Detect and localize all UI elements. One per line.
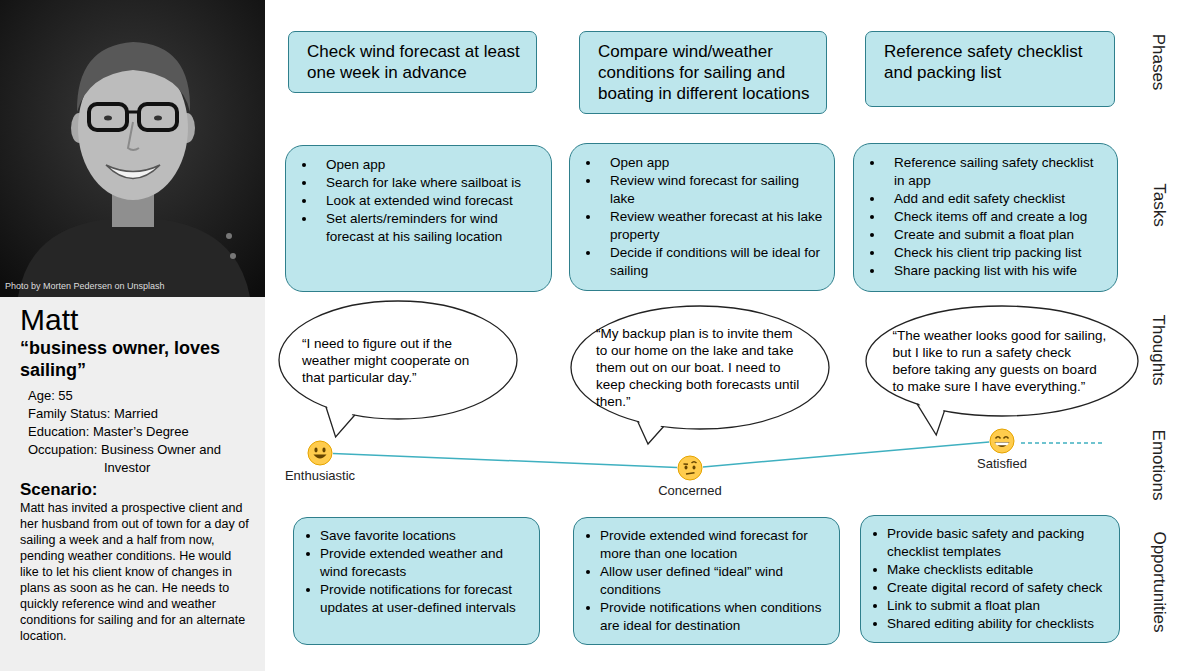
emoji-face [307, 440, 333, 466]
task-item: Create and submit a float plan [894, 226, 1107, 244]
row-label: Opportunities [1148, 531, 1168, 632]
row-label: Emotions [1148, 430, 1168, 501]
opportunity-item: Make checklists editable [887, 561, 1109, 579]
opportunity-item: Provide notifications for forecast updat… [320, 581, 529, 617]
smile [106, 165, 160, 179]
emotion-label: Enthusiastic [285, 468, 355, 483]
bubble-ellipse [866, 306, 1138, 416]
row-label: Thoughts [1148, 315, 1168, 386]
task-item: Review wind forecast for sailing lake [610, 172, 824, 208]
task-item: Set alerts/reminders for wind forecast a… [326, 210, 541, 246]
opportunity-item: Provide extended wind forecast for more … [600, 527, 829, 563]
phase-text: Reference safety checklist and packing l… [884, 41, 1102, 83]
shirt-button [230, 253, 236, 259]
emotion-trend-dashed [1021, 442, 1105, 444]
thought-text: “The weather looks good for sailing, but… [893, 327, 1112, 395]
opportunity-box: Provide extended wind forecast for more … [573, 517, 840, 645]
emoji-face [989, 428, 1015, 454]
opportunity-box: Provide basic safety and packing checkli… [860, 515, 1120, 643]
task-item: Add and edit safety checklist [894, 190, 1107, 208]
emotion-marker: Concerned [658, 455, 722, 498]
task-box: Reference sailing safety checklist in ap… [853, 143, 1118, 292]
photo-ground [0, 0, 265, 297]
phase-text: Check wind forecast at least one week in… [307, 41, 524, 83]
emotion-trend-line [333, 454, 677, 468]
row-label: Phases [1148, 34, 1168, 91]
photo-credit: Photo by Morten Pedersen on Unsplash [5, 281, 165, 292]
thought-text-block: “My backup plan is to invite them to our… [596, 325, 804, 410]
thought-text: “My backup plan is to invite them to our… [596, 325, 804, 410]
glasses-bridge [127, 111, 139, 114]
bubble-tail [326, 407, 355, 437]
opportunity-item: Provide basic safety and packing checkli… [887, 525, 1109, 561]
thought-bubble: “The weather looks good for sailing, but… [865, 305, 1139, 417]
eye [104, 116, 112, 121]
thought-text-block: “The weather looks good for sailing, but… [893, 327, 1112, 395]
emotion-trend-line [703, 442, 989, 467]
opportunity-item: Link to submit a float plan [887, 597, 1109, 615]
opportunity-item: Save favorite locations [320, 527, 529, 545]
bubble-tail-fill [326, 403, 355, 437]
thought-bubble: “I need to figure out if the weather mig… [278, 300, 518, 420]
persona-panel: Matt“business owner, loves sailing” Age: … [0, 297, 265, 671]
thought-text-block: “I need to figure out if the weather mig… [302, 335, 494, 386]
task-item: Open app [326, 156, 541, 174]
persona-detail: Age: 55 [20, 387, 257, 405]
scenario-heading: Scenario: [20, 480, 257, 500]
shirt-button [226, 233, 232, 239]
opportunity-item: Create digital record of safety check [887, 579, 1109, 597]
bubble-outline [865, 305, 1139, 417]
task-item: Search for lake where sailboat is [326, 174, 541, 192]
bubble-tail-fill [638, 417, 664, 444]
bubble-ellipse [571, 306, 829, 429]
task-item: Look at extended wind forecast [326, 192, 541, 210]
emotion-label: Concerned [658, 483, 722, 498]
opportunity-item: Provide extended weather and wind foreca… [320, 545, 529, 581]
emotion-label: Satisfied [977, 456, 1027, 471]
task-item: Decide if conditions will be ideal for s… [610, 244, 824, 280]
opportunity-box: Save favorite locationsProvide extended … [293, 517, 540, 645]
glasses-lens [139, 104, 177, 130]
hair [77, 42, 190, 112]
bubble-ellipse [279, 301, 517, 419]
task-box: Open appSearch for lake where sailboat i… [285, 145, 552, 292]
phase-box: Reference safety checklist and packing l… [865, 31, 1115, 107]
emoji-face [677, 455, 703, 481]
persona-detail: Education: Master’s Degree [20, 423, 257, 441]
opportunity-item: Shared editing ability for checklists [887, 615, 1109, 633]
thought-text: “I need to figure out if the weather mig… [302, 335, 494, 386]
scenario-text: Matt has invited a prospective client an… [20, 500, 253, 644]
task-item: Reference sailing safety checklist in ap… [894, 154, 1107, 190]
emotion-marker: Satisfied [977, 428, 1027, 471]
task-item: Open app [610, 154, 824, 172]
phase-box: Check wind forecast at least one week in… [288, 31, 537, 93]
portrait-photo [0, 0, 265, 297]
phase-text: Compare wind/weather conditions for sail… [598, 41, 814, 104]
nose [128, 122, 139, 150]
task-box: Open appReview wind forecast for sailing… [569, 143, 835, 291]
task-item: Review weather forecast at his lake prop… [610, 208, 824, 244]
persona-name: Matt [20, 303, 257, 337]
task-item: Check items off and create a log [894, 208, 1107, 226]
phase-box: Compare wind/weather conditions for sail… [579, 31, 827, 114]
persona-detail: Family Status: Married [20, 405, 257, 423]
persona-detail: Occupation: Business Owner and Investor [20, 441, 257, 477]
task-item: Share packing list with his wife [894, 262, 1107, 280]
eye [154, 116, 162, 121]
bubble-tail-fill [917, 400, 944, 435]
bubble-tail [917, 404, 944, 435]
opportunity-item: Provide notifications when conditions ar… [600, 599, 829, 635]
persona-role: “business owner, loves sailing” [20, 337, 257, 381]
opportunity-item: Allow user defined “ideal” wind conditio… [600, 563, 829, 599]
row-label: Tasks [1148, 183, 1168, 226]
glasses-lens [89, 104, 127, 130]
thought-bubble: “My backup plan is to invite them to our… [570, 305, 830, 430]
task-item: Check his client trip packing list [894, 244, 1107, 262]
bubble-tail [638, 421, 664, 444]
emotion-marker: Enthusiastic [285, 440, 355, 483]
